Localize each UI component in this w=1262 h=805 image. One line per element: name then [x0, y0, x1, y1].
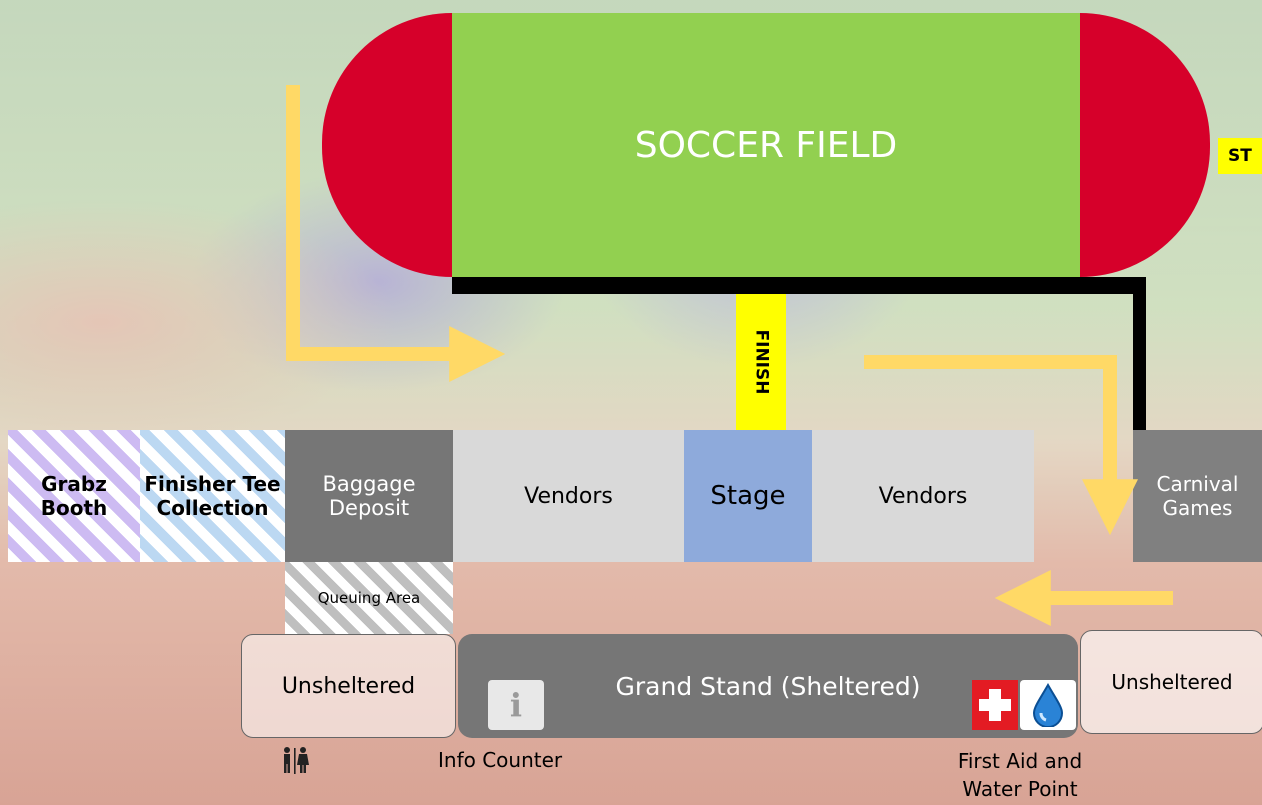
baggage-deposit: Baggage Deposit [285, 430, 453, 562]
grabz-booth: Grabz Booth [8, 430, 140, 562]
unsheltered-right-label: Unsheltered [1111, 670, 1233, 694]
stage: Stage [684, 430, 812, 562]
first-aid-cross-icon [979, 689, 1011, 721]
start-tag-label: ST [1228, 146, 1252, 166]
finisher-tee-label: Finisher Tee Collection [144, 472, 281, 520]
water-drop-icon [1020, 680, 1076, 730]
queuing-area-label: Queuing Area [317, 589, 421, 607]
vendors-left-label: Vendors [524, 483, 613, 509]
info-counter-label: Info Counter [438, 745, 638, 775]
route-arrow-right [864, 355, 1138, 536]
carnival-games-label: Carnival Games [1156, 472, 1239, 520]
finisher-tee-collection: Finisher Tee Collection [140, 430, 285, 562]
grand-stand-label: Grand Stand (Sheltered) [615, 671, 921, 701]
stage-label: Stage [710, 481, 786, 511]
water-drop-shape-icon [1032, 683, 1064, 727]
carnival-games: Carnival Games [1133, 430, 1262, 562]
unsheltered-right: Unsheltered [1080, 630, 1262, 734]
first-aid-water-text: First Aid and Water Point [957, 749, 1083, 801]
soccer-field: SOCCER FIELD [452, 13, 1080, 277]
toilet-figures-icon [284, 747, 309, 774]
info-counter-text: Info Counter [438, 748, 563, 772]
start-tag: ST [1218, 138, 1262, 174]
vendors-left: Vendors [453, 430, 684, 562]
first-aid-icon [972, 680, 1018, 730]
vendors-right-label: Vendors [878, 483, 968, 509]
finish-tag: FINISH [736, 294, 786, 430]
route-arrow-left [286, 85, 506, 382]
baggage-deposit-label: Baggage Deposit [322, 472, 416, 520]
unsheltered-left: Unsheltered [241, 634, 456, 738]
toilet-icon [275, 745, 315, 775]
info-icon: i [488, 680, 544, 730]
first-aid-water-label: First Aid and Water Point [930, 745, 1110, 805]
route-border-vertical [1133, 277, 1146, 430]
grabz-booth-label: Grabz Booth [40, 472, 108, 520]
soccer-field-label: SOCCER FIELD [634, 124, 898, 166]
route-border-horizontal [452, 277, 1146, 294]
vendors-right: Vendors [812, 430, 1034, 562]
queuing-area: Queuing Area [285, 562, 453, 634]
unsheltered-left-label: Unsheltered [281, 673, 416, 699]
